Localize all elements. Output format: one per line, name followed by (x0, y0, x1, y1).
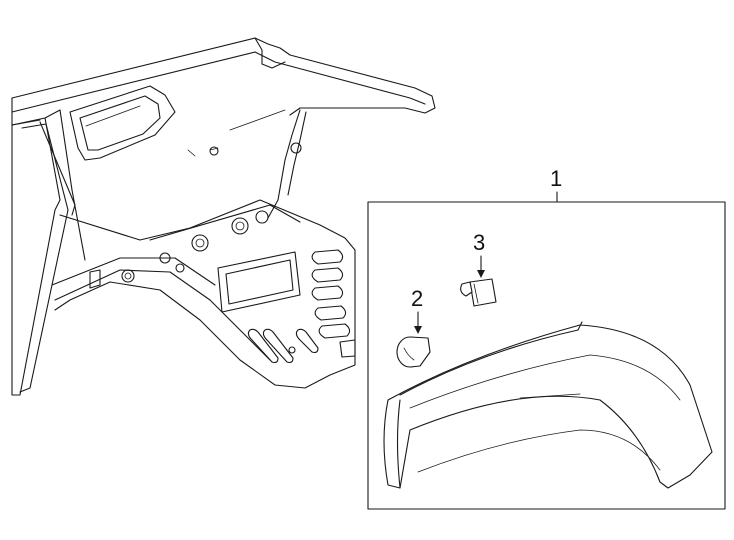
molding-top-edge (399, 321, 583, 396)
hole-3 (255, 210, 269, 224)
roof-rail-bracket (254, 37, 286, 69)
callout-2-label: 2 (411, 286, 423, 311)
molding-end-edge (396, 399, 401, 489)
access-opening-outer (217, 251, 301, 313)
panel-hole-upper (209, 146, 219, 156)
pillar-strip-inner (19, 123, 69, 393)
wheel-molding-part (383, 321, 713, 489)
sill-crease (149, 204, 301, 241)
quarter-window-glass (79, 95, 161, 151)
d-pillar-hole (290, 142, 302, 154)
callout-1-group: 1 (367, 166, 726, 510)
callout-2-arrow (414, 326, 422, 334)
pillar-edge (44, 109, 86, 261)
access-opening-inner (225, 259, 294, 305)
hole-5 (121, 269, 135, 283)
hole-2-inner (235, 221, 245, 231)
callout-3-arrow (477, 270, 485, 278)
molding-lower-line (417, 429, 661, 473)
hole-4 (159, 252, 171, 264)
molding-crease (409, 354, 681, 409)
callout-2-group: 2 (396, 286, 431, 368)
tab-left (89, 269, 101, 289)
callout-1-label: 1 (550, 166, 562, 191)
parts-box (367, 201, 726, 510)
window-reflection (85, 105, 141, 127)
vent-slots (311, 249, 356, 358)
callout-3-label: 3 (473, 230, 485, 255)
d-pillar-edge (267, 109, 301, 219)
hole-5-inner (124, 272, 132, 280)
hole-1 (191, 234, 209, 252)
hole-2 (231, 217, 249, 235)
quarter-panel-assembly (11, 37, 436, 396)
quarter-window-frame (69, 85, 176, 161)
hole-6 (175, 263, 185, 273)
fastener-part (396, 336, 431, 368)
quarter-lower-outline (54, 199, 356, 389)
d-pillar-inner (287, 111, 307, 196)
molding-detail (519, 393, 581, 399)
wheel-arch-inner (54, 269, 271, 361)
roof-rail-inner (11, 51, 426, 113)
roof-rail-outline (11, 37, 436, 116)
pillar-strip-outer (11, 117, 61, 396)
molding-body (383, 324, 713, 489)
lower-slots (247, 328, 319, 364)
wheel-arch-flange (51, 257, 216, 286)
panel-details (187, 109, 286, 157)
clip-part (460, 278, 497, 307)
callout-3-group: 3 (460, 230, 497, 307)
hole-1-inner (195, 238, 205, 248)
